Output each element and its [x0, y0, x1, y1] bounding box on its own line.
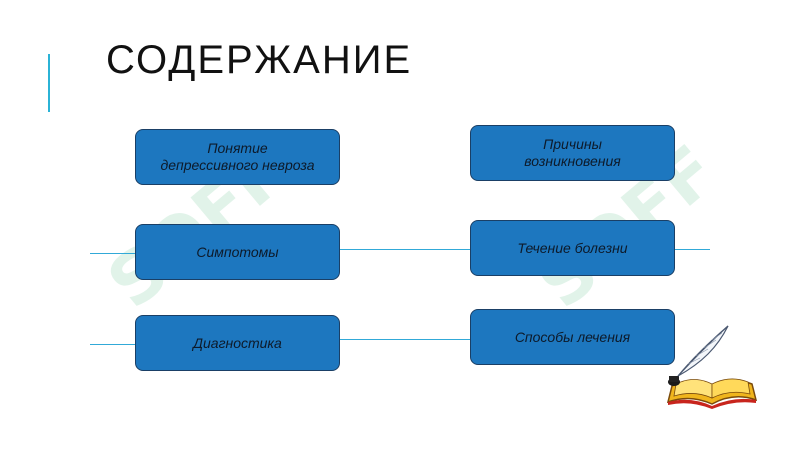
content-box-course[interactable]: Течение болезни — [470, 220, 675, 276]
content-box-treatment[interactable]: Способы лечения — [470, 309, 675, 365]
content-box-symptoms[interactable]: Симпотомы — [135, 224, 340, 280]
content-box-label: Причины возникновения — [524, 136, 621, 169]
content-box-concept[interactable]: Понятие депрессивного невроза — [135, 129, 340, 185]
content-box-label: Течение болезни — [517, 239, 628, 256]
content-box-causes[interactable]: Причины возникновения — [470, 125, 675, 181]
connector-line — [90, 253, 136, 254]
content-box-diagnostics[interactable]: Диагностика — [135, 315, 340, 371]
content-box-label: Диагностика — [193, 334, 282, 351]
content-box-label: Понятие депрессивного невроза — [160, 140, 315, 173]
slide-title: СОДЕРЖАНИЕ — [106, 38, 413, 82]
connector-line — [340, 249, 471, 250]
quill-and-book-icon — [666, 325, 758, 409]
connector-line — [340, 339, 471, 340]
slide-accent-bar — [48, 54, 50, 112]
content-box-label: Способы лечения — [514, 328, 631, 345]
connector-line — [90, 344, 136, 345]
content-box-label: Симпотомы — [196, 243, 279, 260]
connector-line — [674, 249, 710, 250]
